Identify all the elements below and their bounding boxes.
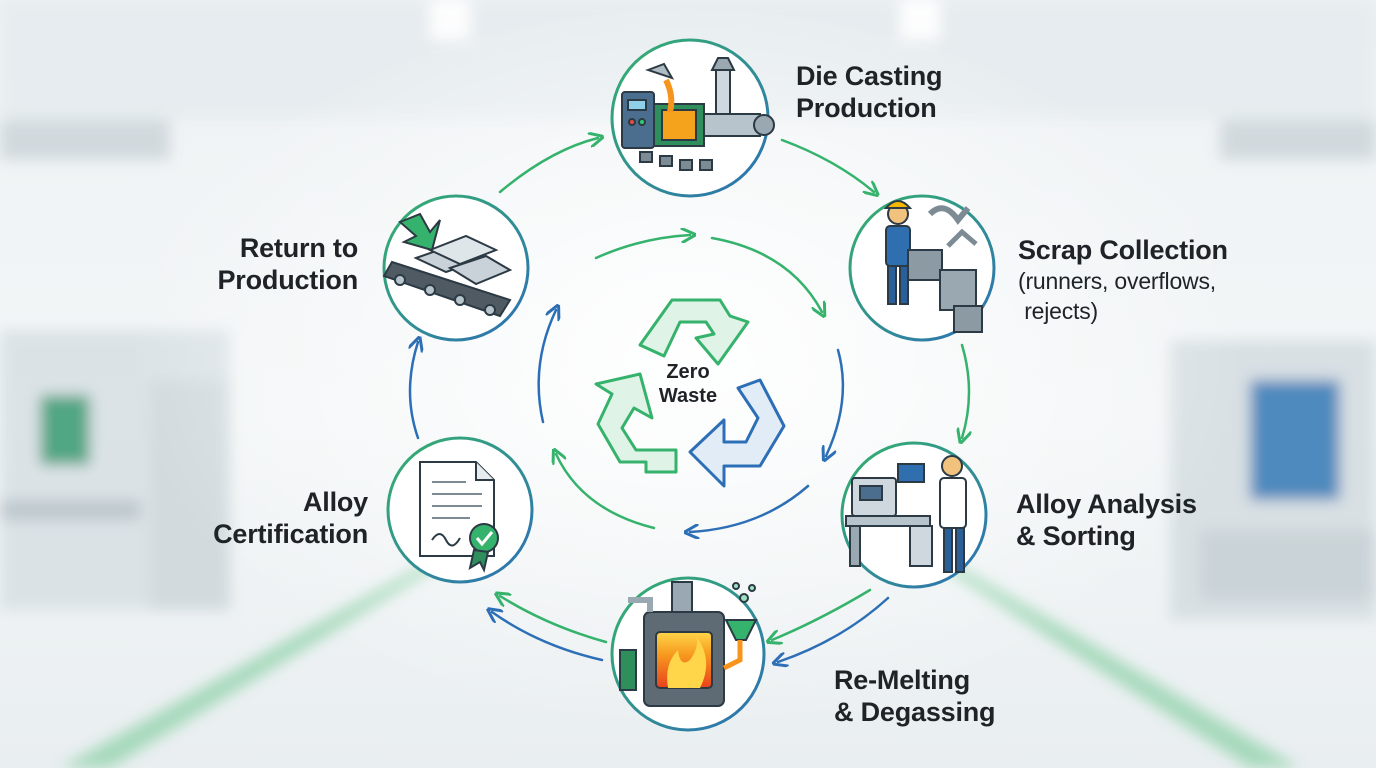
arrow-die-to-scrap (780, 138, 874, 192)
label-scrap-collection-sub-2: rejects) (1018, 298, 1098, 324)
ingot-conveyor-icon (382, 212, 513, 318)
arrow-scrap-to-analysis (962, 343, 969, 438)
label-alloy-certification-line-1: Alloy (302, 487, 368, 517)
worker-scrap-bins-icon (883, 200, 983, 333)
arrow-melt-to-cert-blue (492, 612, 604, 662)
die-casting-machine-icon (621, 57, 775, 171)
center-line-1: Zero (666, 361, 710, 383)
arrow-analysis-to-melt-blue (778, 596, 890, 662)
label-scrap-collection-sub-1: (runners, overflows, (1018, 268, 1216, 294)
label-alloy-analysis-line-2: & Sorting (1016, 521, 1136, 551)
label-re-melting-line-1: Re-Melting (834, 665, 970, 695)
label-alloy-certification-line-2: Certification (213, 519, 368, 549)
furnace-icon (619, 581, 758, 707)
label-die-casting-line-1: Die Casting (796, 61, 943, 91)
inner-arrow-left (537, 310, 556, 424)
arrow-return-to-die (498, 138, 598, 194)
label-scrap-collection-line-1: Scrap Collection (1018, 235, 1228, 265)
inner-arrow-right (826, 348, 845, 456)
label-return-to-production-line-2: Production (217, 265, 359, 295)
inner-arrow-top (594, 235, 690, 260)
inner-arrow-bottom (690, 484, 810, 532)
label-return-to-production: Return to Production (210, 232, 359, 296)
label-scrap-collection: Scrap Collection (runners, overflows, re… (1018, 234, 1228, 326)
center-label: Zero Waste (628, 360, 748, 408)
arrow-melt-to-cert-green (500, 596, 608, 644)
label-alloy-analysis: Alloy Analysis & Sorting (1016, 488, 1197, 552)
inner-arrow-bottom-left (556, 454, 656, 530)
label-die-casting-line-2: Production (796, 93, 937, 123)
center-line-2: Waste (658, 385, 718, 407)
label-re-melting: Re-Melting & Degassing (834, 664, 996, 728)
recycle-icon (594, 298, 786, 488)
label-die-casting: Die Casting Production (796, 60, 943, 124)
arrow-analysis-to-melt-green (772, 588, 872, 640)
certificate-icon (419, 461, 499, 573)
label-re-melting-line-2: & Degassing (834, 697, 996, 727)
label-alloy-certification: Alloy Certification (200, 486, 368, 550)
label-return-to-production-line-1: Return to (239, 233, 358, 263)
lab-analyzer-icon (845, 455, 967, 573)
label-alloy-analysis-line-1: Alloy Analysis (1016, 489, 1197, 519)
inner-arrow-top-right (710, 236, 822, 312)
arrow-cert-to-return (410, 342, 418, 440)
